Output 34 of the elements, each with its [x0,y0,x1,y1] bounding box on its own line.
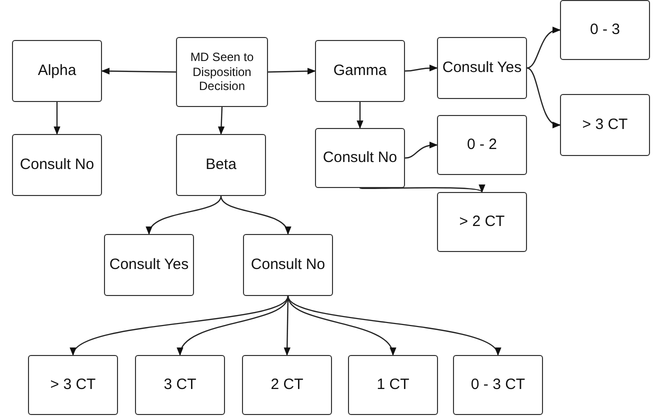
process-box: MD Seen to Disposition Decision [176,37,268,107]
arrow [287,296,394,356]
process-box: Beta [176,134,266,196]
arrow [526,26,561,69]
arrow [148,196,222,235]
arrow [404,64,438,72]
process-box: Consult No [12,134,102,196]
arrow [287,296,499,356]
process-box: 2 CT [242,355,332,415]
arrow [268,68,316,75]
process-box: 3 CT [135,355,225,415]
arrow [218,106,225,135]
arrow [101,68,176,74]
process-box: Alpha [12,40,102,102]
arrow [404,142,438,159]
process-box: 0 - 3 [560,0,650,60]
arrow [72,296,288,356]
process-box: > 3 CT [28,355,118,415]
process-box: > 3 CT [560,94,650,156]
process-box: 0 - 2 [437,115,527,175]
arrow [360,184,483,192]
process-box: Consult Yes [437,37,527,99]
process-box: Consult No [243,234,333,296]
process-box: 0 - 3 CT [453,355,543,415]
arrow [54,102,60,135]
arrow [220,196,290,235]
process-box: Consult Yes [104,234,194,296]
arrow [356,102,364,129]
process-box: > 2 CT [437,192,527,252]
process-box: Gamma [315,40,405,102]
arrow [178,296,289,356]
process-box: 1 CT [348,355,438,415]
arrow [526,67,561,128]
process-box: Consult No [315,128,405,188]
